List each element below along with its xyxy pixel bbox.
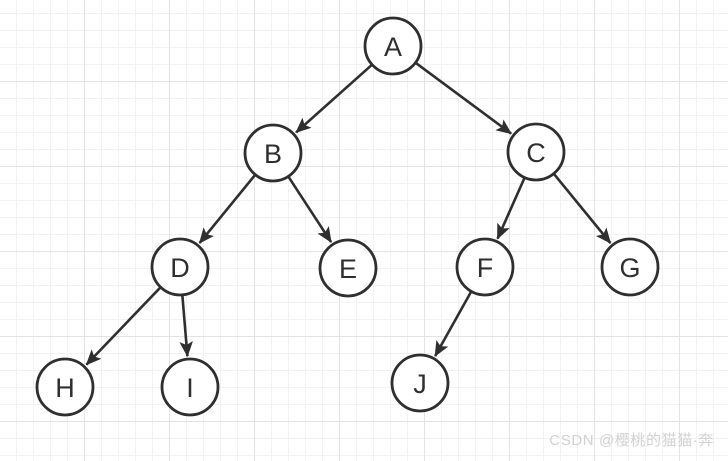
tree-node-i[interactable]: I [160, 357, 220, 417]
node-circle-j [390, 353, 450, 413]
edge-a-to-b [295, 64, 373, 134]
node-circle-g [600, 237, 660, 297]
edge-b-to-e [287, 176, 333, 243]
node-label-j: J [413, 369, 427, 399]
edge-c-to-g [553, 173, 612, 244]
node-label-i: I [186, 373, 194, 403]
node-label-e: E [339, 254, 357, 284]
node-label-b: B [264, 139, 282, 169]
tree-node-a[interactable]: A [363, 16, 423, 76]
node-circle-a [363, 16, 423, 76]
edges-layer [85, 62, 612, 366]
node-circle-b [243, 123, 303, 183]
node-circle-c [506, 122, 566, 182]
tree-node-f[interactable]: F [455, 237, 515, 297]
tree-node-g[interactable]: G [600, 237, 660, 297]
edge-c-to-f [496, 177, 526, 240]
watermark-text: CSDN @樱桃的猫猫·奔 [549, 432, 714, 449]
edge-f-to-j [434, 291, 472, 357]
node-label-c: C [526, 138, 546, 168]
tree-node-d[interactable]: D [150, 237, 210, 297]
edge-d-to-h [85, 287, 161, 366]
tree-node-e[interactable]: E [318, 238, 378, 298]
node-circle-e [318, 238, 378, 298]
node-label-h: H [55, 373, 75, 403]
node-label-a: A [384, 32, 402, 62]
edge-b-to-d [198, 174, 256, 244]
node-circle-i [160, 357, 220, 417]
tree-node-h[interactable]: H [35, 357, 95, 417]
node-circle-f [455, 237, 515, 297]
tree-node-b[interactable]: B [243, 123, 303, 183]
node-circle-h [35, 357, 95, 417]
node-label-f: F [477, 253, 494, 283]
node-label-d: D [170, 253, 190, 283]
node-label-g: G [619, 253, 640, 283]
nodes-layer: A B C D E F G H I J [35, 16, 660, 417]
edge-a-to-c [415, 62, 512, 135]
tree-node-j[interactable]: J [390, 353, 450, 413]
edge-d-to-i [179, 295, 193, 358]
node-circle-d [150, 237, 210, 297]
tree-node-c[interactable]: C [506, 122, 566, 182]
